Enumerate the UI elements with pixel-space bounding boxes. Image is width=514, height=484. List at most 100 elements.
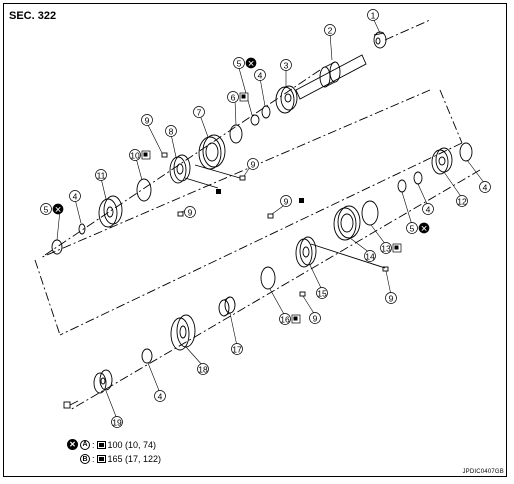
callout-number: 2	[328, 26, 333, 36]
key-parts-2	[267, 213, 389, 297]
callout-circle	[309, 312, 321, 324]
callout-number: 9	[389, 294, 394, 304]
callout-circle	[69, 190, 81, 202]
callout-number: 11	[97, 171, 106, 181]
replace-icon-glyph: ✕	[247, 59, 254, 69]
callout-number: 1	[371, 11, 376, 21]
callout-c9b: 9	[184, 206, 196, 218]
ring-part-5	[250, 114, 260, 126]
callout-circle	[422, 203, 434, 215]
mark-b-icon: B	[80, 454, 90, 464]
diagram-frame	[3, 3, 507, 477]
callout-c9f: 9	[385, 292, 397, 304]
bearing-part-1	[373, 31, 387, 49]
callout-number: 7	[197, 108, 202, 118]
ring-part-16	[260, 266, 276, 290]
callout-circle	[247, 158, 259, 170]
gear-part-3	[275, 85, 298, 114]
callout-number: 4	[258, 71, 263, 81]
replace-icon-glyph: ✕	[54, 205, 61, 215]
callout-number: 9	[145, 116, 150, 126]
callout-number: 5	[410, 224, 415, 234]
callout-circle	[233, 57, 245, 69]
callout-circle	[193, 106, 205, 118]
callout-layer: 12345✕678999101145✕4125✕4131499915161718…	[40, 9, 491, 428]
callout-circle	[111, 416, 123, 428]
torque-wrench-icon	[96, 455, 106, 463]
ring-part-5c	[397, 179, 407, 193]
callout-circle	[479, 181, 491, 193]
callout-number: 5	[237, 59, 242, 69]
callout-circle	[227, 91, 239, 103]
callout-circle	[456, 195, 468, 207]
callout-number: 3	[284, 61, 289, 71]
legend-value-a: 100 (10, 74)	[107, 439, 157, 450]
callout-c5a: 5✕	[233, 57, 257, 69]
callout-c16: 16	[279, 313, 301, 325]
ring-part-4b	[78, 223, 86, 235]
ring-part-4c	[459, 142, 473, 162]
callout-circle	[385, 292, 397, 304]
callout-c8: 8	[165, 125, 177, 137]
torque-wrench-icon	[96, 440, 106, 449]
replace-icon	[245, 57, 257, 69]
callout-number: 17	[232, 345, 242, 355]
callout-c5b: 5✕	[40, 203, 64, 215]
figure-code: JPDIC0407GB	[462, 469, 504, 475]
callout-c15: 15	[316, 287, 328, 299]
bolt	[63, 400, 79, 409]
sleeve-part-14	[333, 205, 361, 241]
callout-c9e: 9	[309, 312, 321, 324]
ring-part-13	[361, 200, 379, 226]
callout-circle	[280, 59, 292, 71]
callout-number: 9	[284, 197, 289, 207]
callout-number: 4	[426, 205, 431, 215]
bearing-part-17	[218, 296, 236, 317]
callout-number: 4	[483, 183, 488, 193]
ring-part-4	[261, 105, 271, 119]
callout-number: 14	[365, 252, 375, 262]
callout-circle	[254, 69, 266, 81]
callout-circle	[95, 169, 107, 181]
callout-number: 4	[158, 392, 163, 402]
ring-part-6	[229, 124, 243, 144]
callout-number: 9	[251, 160, 256, 170]
callout-c11: 11	[95, 169, 107, 181]
callout-c1: 1	[367, 9, 379, 21]
callout-circle	[364, 250, 376, 262]
hub-part-15	[295, 236, 317, 268]
ring-part-10	[136, 178, 152, 202]
callout-c9d: 9	[280, 195, 292, 207]
gear-part-11	[98, 195, 123, 228]
callout-circle	[279, 313, 291, 325]
callout-circle	[154, 390, 166, 402]
legend-value-b: 165 (17, 122)	[107, 454, 162, 464]
callout-c4a: 4	[254, 69, 266, 81]
callout-circle	[141, 114, 153, 126]
callout-circle	[380, 242, 392, 254]
callout-c9c: 9	[247, 158, 259, 170]
legend-row-b: B : 165 (17, 122)	[80, 454, 161, 464]
callout-circle	[231, 343, 243, 355]
callout-number: 10	[130, 151, 140, 161]
callout-circle	[165, 125, 177, 137]
callout-number: 15	[317, 289, 327, 299]
callout-c9a: 9	[141, 114, 153, 126]
mainshaft-part-2	[295, 54, 367, 100]
callout-number: 5	[44, 205, 49, 215]
callout-circle	[367, 9, 379, 21]
callout-circle	[40, 203, 52, 215]
callout-c18: 18	[197, 363, 209, 375]
bearing-part-19	[93, 369, 113, 394]
callout-c4c: 4	[479, 181, 491, 193]
section-label: SEC. 322	[9, 10, 57, 22]
callout-c12: 12	[456, 195, 468, 207]
callout-circle	[184, 206, 196, 218]
callout-c7: 7	[193, 106, 205, 118]
gear-part-12	[431, 147, 453, 175]
callout-c2: 2	[324, 24, 336, 36]
callout-number: 13	[381, 244, 391, 254]
callout-number: 6	[231, 93, 236, 103]
